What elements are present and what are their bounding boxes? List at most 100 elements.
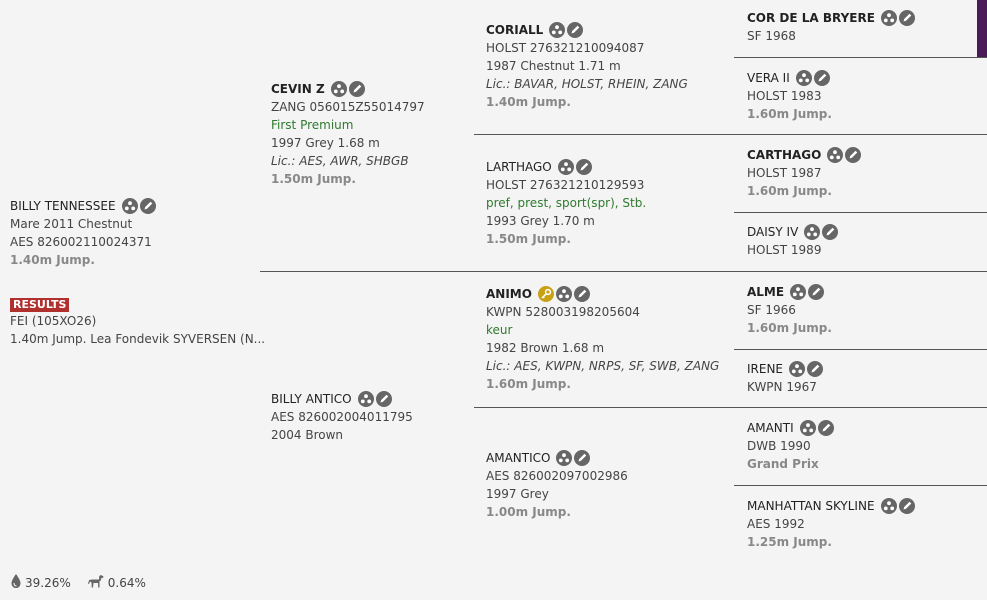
fei-id[interactable]: FEI (105XO26) [10,314,97,328]
dd-name[interactable]: AMANTICO [486,451,551,465]
sire-level: 1.50m Jump. [271,172,356,186]
family-tree-icon[interactable] [804,224,821,240]
ds-level: 1.60m Jump. [486,377,571,391]
divider-line [734,212,987,213]
sd-registration: HOLST 276321210129593 [486,178,645,192]
results-section: RESULTS FEI (105XO26) 1.40m Jump. Lea Fo… [10,296,265,348]
g5-card: ALME SF 1966 1.60m Jump. [747,283,832,337]
family-tree-icon[interactable] [557,159,574,175]
pencil-icon[interactable] [575,159,592,175]
g6-name[interactable]: IRENE [747,362,784,376]
family-tree-icon[interactable] [549,22,566,38]
family-tree-icon[interactable] [121,198,138,214]
key-icon[interactable] [537,286,554,302]
dam-name[interactable]: BILLY ANTICO [271,392,352,406]
pencil-icon[interactable] [567,22,584,38]
dam-registration: AES 826002004011795 [271,410,413,424]
ds-keur: keur [486,323,513,337]
family-tree-icon[interactable] [556,450,573,466]
sire-premium: First Premium [271,118,354,132]
g7-name[interactable]: AMANTI [747,421,794,435]
dam-info: 2004 Brown [271,428,344,442]
pencil-icon[interactable] [822,224,839,240]
dam-card: BILLY ANTICO AES 826002004011795 2004 Br… [271,390,413,444]
scroll-indicator[interactable] [977,0,987,57]
dd-info: 1997 Grey [486,487,549,501]
g1-info: SF 1968 [747,29,796,43]
dd-card: AMANTICO AES 826002097002986 1997 Grey 1… [486,449,628,521]
ss-info: 1987 Chestnut 1.71 m [486,59,621,73]
family-tree-icon[interactable] [827,147,844,163]
family-tree-icon[interactable] [799,420,816,436]
g6-info: KWPN 1967 [747,380,817,394]
family-tree-icon[interactable] [330,81,347,97]
horse-name-row: BILLY TENNESSEE [10,197,156,215]
sire-name[interactable]: CEVIN Z [271,82,325,96]
g2-card: VERA II HOLST 1983 1.60m Jump. [747,69,832,123]
pencil-icon[interactable] [375,391,392,407]
family-tree-icon[interactable] [880,498,897,514]
g8-level: 1.25m Jump. [747,535,832,549]
pencil-icon[interactable] [898,498,915,514]
sd-name[interactable]: LARTHAGO [486,160,552,174]
pencil-icon[interactable] [139,198,156,214]
divider-line [474,407,734,408]
family-tree-icon[interactable] [357,391,374,407]
g8-info: AES 1992 [747,517,805,531]
divider-line [734,349,987,350]
ds-registration: KWPN 528003198205604 [486,305,640,319]
drop-icon [10,573,22,592]
g2-level: 1.60m Jump. [747,107,832,121]
ds-info: 1982 Brown 1.68 m [486,341,605,355]
family-tree-icon[interactable] [880,10,897,26]
sire-info: 1997 Grey 1.68 m [271,136,380,150]
horse-registration: AES 826002110024371 [10,235,152,249]
sd-level: 1.50m Jump. [486,232,571,246]
pencil-icon[interactable] [574,450,591,466]
results-badge[interactable]: RESULTS [10,298,70,312]
ds-card: ANIMO KWPN 528003198205604 keur 1982 Bro… [486,285,719,393]
pencil-icon[interactable] [813,70,830,86]
g1-name[interactable]: COR DE LA BRYERE [747,11,875,25]
ds-name[interactable]: ANIMO [486,287,532,301]
pencil-icon[interactable] [348,81,365,97]
g4-name[interactable]: DAISY IV [747,225,799,239]
horse-card: BILLY TENNESSEE Mare 2011 Chestnut AES 8… [10,197,156,269]
g4-info: HOLST 1989 [747,243,822,257]
horse-name[interactable]: BILLY TENNESSEE [10,199,116,213]
dd-level: 1.00m Jump. [486,505,571,519]
horse-icon [87,573,105,592]
g5-level: 1.60m Jump. [747,321,832,335]
family-tree-icon[interactable] [555,286,572,302]
g3-level: 1.60m Jump. [747,184,832,198]
result-entry[interactable]: 1.40m Jump. Lea Fondevik SYVERSEN (N... [10,332,266,346]
g8-name[interactable]: MANHATTAN SKYLINE [747,499,875,513]
g5-name[interactable]: ALME [747,285,785,299]
horse-level: 1.40m Jump. [10,253,95,267]
g8-card: MANHATTAN SKYLINE AES 1992 1.25m Jump. [747,497,915,551]
ss-level: 1.40m Jump. [486,95,571,109]
sire-licenses: Lic.: AES, AWR, SHBGB [271,154,409,168]
divider-line [734,57,987,58]
pencil-icon[interactable] [808,284,825,300]
pencil-icon[interactable] [817,420,834,436]
sd-predicates: pref, prest, sport(spr), Stb. [486,196,647,210]
pencil-icon[interactable] [845,147,862,163]
divider-line [734,485,987,486]
family-tree-icon[interactable] [789,361,806,377]
g3-info: HOLST 1987 [747,166,822,180]
g6-card: IRENE KWPN 1967 [747,360,824,396]
family-tree-icon[interactable] [790,284,807,300]
divider-line [734,134,987,135]
divider-line [260,271,474,272]
ss-name[interactable]: CORIALL [486,23,544,37]
pencil-icon[interactable] [573,286,590,302]
pencil-icon[interactable] [807,361,824,377]
ss-card: CORIALL HOLST 276321210094087 1987 Chest… [486,21,688,111]
family-tree-icon[interactable] [795,70,812,86]
g3-name[interactable]: CARTHAGO [747,148,822,162]
g3-card: CARTHAGO HOLST 1987 1.60m Jump. [747,146,862,200]
g2-name[interactable]: VERA II [747,71,790,85]
pencil-icon[interactable] [898,10,915,26]
g1-card: COR DE LA BRYERE SF 1968 [747,9,915,45]
